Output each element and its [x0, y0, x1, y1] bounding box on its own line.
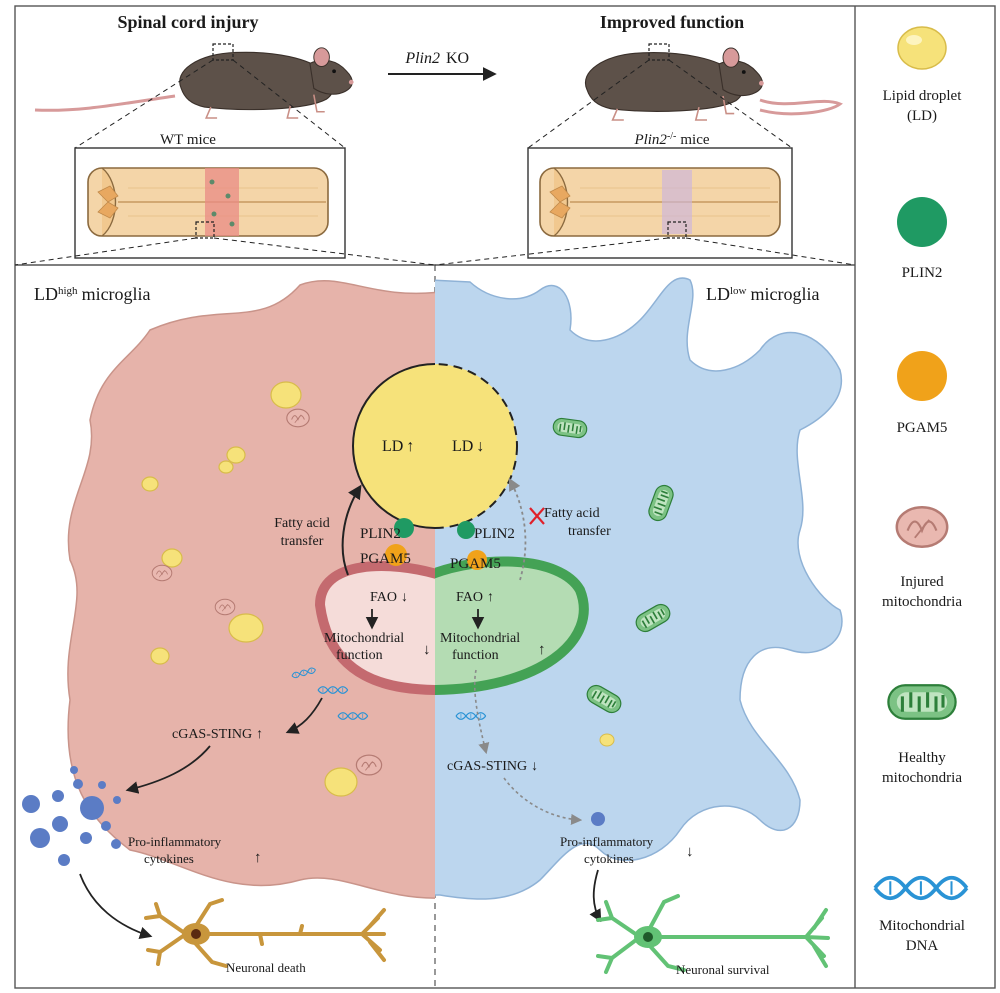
left-plin2-dot: [394, 518, 414, 538]
left-mito-function-1: Mitochondrial: [324, 631, 404, 646]
legend-label-ld-1: Lipid droplet: [883, 88, 963, 104]
ko-spinal-cord: [539, 167, 781, 237]
right-cytokine-dot: [591, 812, 605, 826]
plin2-icon: [897, 197, 947, 247]
legend-label-injured-1: Injured: [900, 574, 944, 590]
blocked-cross-icon: [529, 507, 545, 525]
wt-mouse: [34, 47, 355, 119]
legend-label-dna-2: DNA: [906, 938, 939, 954]
outer-frame: [14, 5, 996, 989]
left-fao-label: FAO↓: [370, 590, 408, 605]
legend-label-ld-2: (LD): [907, 108, 937, 124]
ko-arrow-group: Plin2 KO: [388, 50, 497, 81]
left-cytokines-2: cytokines: [144, 851, 194, 866]
right-ld-label: LD↓: [452, 438, 484, 455]
right-large-healthy-mitochondrion: [435, 556, 589, 695]
left-fatty-acid-arrow: [341, 484, 362, 576]
left-pgam5-dot: [385, 544, 407, 566]
left-pgam5-label: PGAM5: [360, 551, 411, 567]
legend-label-dna-1: Mitochondrial: [879, 918, 965, 934]
right-mito-function-arrow: ↑: [538, 642, 546, 658]
left-ld-label: LD↑: [382, 438, 414, 455]
wt-lesion: [205, 168, 239, 236]
right-pgam5-label: PGAM5: [450, 556, 501, 572]
legend: Lipid droplet (LD) PLIN2 PGAM5 Injured m…: [873, 26, 969, 954]
left-plin2-label: PLIN2: [360, 526, 401, 542]
left-fatty-acid-label-2: transfer: [281, 534, 324, 549]
right-fatty-acid-label-2: transfer: [568, 524, 611, 539]
neuronal-survival-label: Neuronal survival: [676, 962, 770, 977]
right-mito-function-2: function: [452, 648, 499, 663]
right-pgam5-dot: [467, 550, 487, 570]
right-small-lipid-droplet: [599, 733, 615, 747]
right-cgas-label: cGAS-STING↓: [447, 759, 538, 774]
mitochondrial-dna-icon: [873, 875, 969, 901]
right-plin2-dot: [457, 521, 475, 539]
ld-low-microglia-cell: [435, 277, 843, 900]
left-lipid-droplets: [141, 381, 358, 797]
ko-lesion: [662, 170, 692, 234]
right-cytokines-1: Pro-inflammatory: [560, 834, 654, 849]
left-mito-function-arrow: ↓: [423, 642, 431, 658]
legend-label-healthy-1: Healthy: [898, 750, 946, 766]
pgam5-icon: [897, 351, 947, 401]
wt-mice-label: WT mice: [160, 132, 216, 148]
right-fao-label: FAO↑: [456, 590, 494, 605]
left-cgas-label: cGAS-STING↑: [172, 727, 263, 742]
ko-lesion-box: [667, 221, 687, 239]
right-mito-function-1: Mitochondrial: [440, 631, 520, 646]
surviving-neuron: [596, 894, 830, 974]
right-fatty-acid-label-1: Fatty acid: [544, 506, 600, 521]
right-cytokines-arrow: ↓: [686, 844, 694, 860]
ko-injury-box: [648, 43, 670, 61]
injured-mitochondria-icon: [895, 505, 949, 549]
legend-label-injured-2: mitochondria: [882, 594, 962, 610]
ld-high-microglia-cell: [67, 280, 435, 899]
legend-label-pgam5: PGAM5: [897, 420, 948, 436]
right-cytokines-2: cytokines: [584, 851, 634, 866]
neuronal-death-label: Neuronal death: [226, 960, 306, 975]
right-plin2-label: PLIN2: [474, 526, 515, 542]
left-cytokines-1: Pro-inflammatory: [128, 834, 222, 849]
lipid-droplet-icon: [897, 26, 947, 70]
ko-mice-label: Plin2-/-mice: [633, 131, 709, 149]
left-fatty-acid-label-1: Fatty acid: [274, 516, 330, 531]
dead-neuron: [144, 898, 386, 968]
legend-label-plin2: PLIN2: [902, 265, 943, 281]
left-mito-function-2: function: [336, 648, 383, 663]
ko-gene-label: Plin2: [404, 50, 440, 67]
legend-label-healthy-2: mitochondria: [882, 770, 962, 786]
ko-suffix-label: KO: [446, 50, 469, 67]
healthy-mitochondria-icon: [886, 683, 958, 721]
left-cytokine-dots: [22, 766, 121, 866]
ko-mouse: [584, 47, 843, 121]
wt-lesion-box: [195, 221, 215, 239]
left-cytokines-arrow: ↑: [254, 850, 262, 866]
wt-injury-box: [212, 43, 234, 61]
right-fatty-acid-dashed-arrow: [508, 477, 527, 581]
right-title: Improved function: [600, 12, 744, 32]
left-title: Spinal cord injury: [117, 12, 258, 32]
